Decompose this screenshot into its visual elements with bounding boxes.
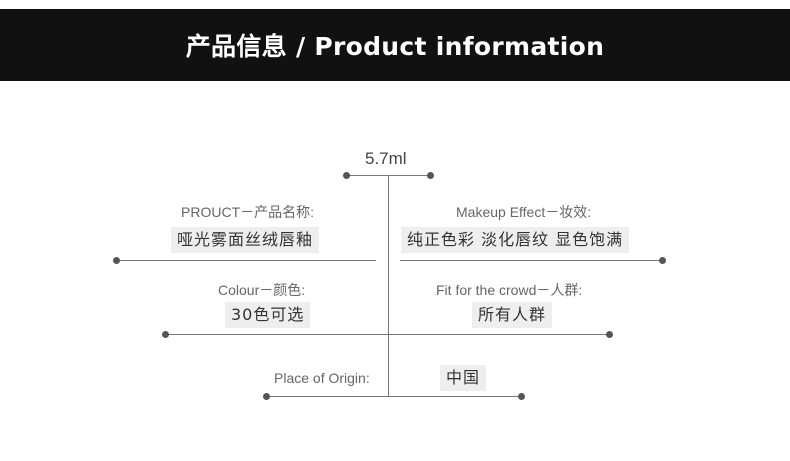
product-name-label: PROUCT－产品名称: <box>181 204 314 220</box>
crowd-line-dot <box>606 331 613 338</box>
colour-label: Colour－颜色: <box>218 282 306 298</box>
origin-line-right-dot <box>518 393 525 400</box>
page-title: 产品信息 / Product information <box>185 32 605 61</box>
volume-label: 5.7ml <box>365 149 407 168</box>
makeup-effect-line-dot <box>659 257 666 264</box>
header-banner: 产品信息 / Product information <box>0 9 790 81</box>
volume-line-right-dot <box>427 172 434 179</box>
origin-line-left-dot <box>263 393 270 400</box>
makeup-effect-label: Makeup Effect－妆效: <box>456 204 592 220</box>
product-name-line <box>117 260 376 261</box>
origin-value: 中国 <box>440 365 487 391</box>
crowd-value: 所有人群 <box>472 302 553 328</box>
colour-line <box>166 334 388 335</box>
center-divider <box>388 175 389 396</box>
product-name-line-dot <box>113 257 120 264</box>
crowd-line <box>388 334 609 335</box>
origin-line <box>266 396 521 397</box>
crowd-label: Fit for the crowd－人群: <box>436 282 583 298</box>
origin-label: Place of Origin: <box>274 370 370 386</box>
makeup-effect-value: 纯正色彩 淡化唇纹 显色饱满 <box>401 227 630 253</box>
product-name-value: 哑光雾面丝绒唇釉 <box>171 227 320 253</box>
makeup-effect-line <box>400 260 662 261</box>
colour-value: 30色可选 <box>225 302 311 328</box>
colour-line-dot <box>162 331 169 338</box>
volume-line-left-dot <box>343 172 350 179</box>
